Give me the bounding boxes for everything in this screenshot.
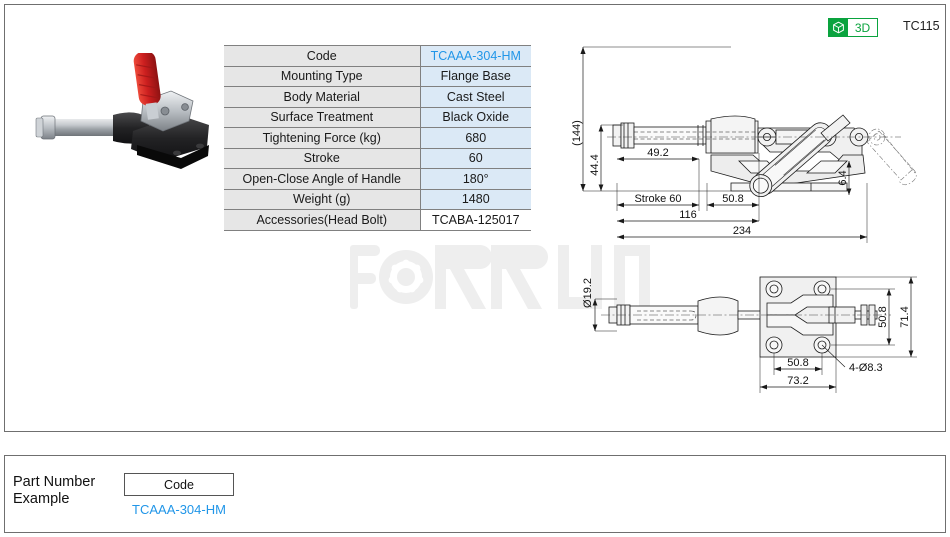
- table-row: Accessories(Head Bolt) TCABA-125017: [224, 209, 531, 231]
- dim-base-thickness: 6.4: [837, 170, 849, 185]
- cube-3d-icon: [828, 18, 848, 37]
- dim-stroke: Stroke 60: [634, 193, 681, 205]
- part-number-label-line1: Part Number: [13, 474, 96, 490]
- spec-label: Body Material: [224, 86, 421, 108]
- table-row: Mounting Type Flange Base: [224, 65, 531, 87]
- part-number-label-line2: Example: [13, 491, 70, 507]
- spec-label: Weight (g): [224, 188, 421, 210]
- table-row: Body Material Cast Steel: [224, 86, 531, 108]
- main-content-panel: Code TCAAA-304-HM Mounting Type Flange B…: [4, 4, 946, 432]
- spec-value: 1480: [420, 188, 531, 210]
- side-elevation-drawing: (144) 44.4 49.2 Stroke 60 50.8 116 234 6…: [571, 46, 917, 243]
- view-3d-button[interactable]: 3D: [828, 18, 878, 37]
- badge-3d-label: 3D: [848, 18, 878, 37]
- specification-table: Code TCAAA-304-HM Mounting Type Flange B…: [224, 45, 531, 231]
- spec-value: Black Oxide: [420, 106, 531, 128]
- spec-value: Cast Steel: [420, 86, 531, 108]
- spec-value: 180°: [420, 168, 531, 190]
- part-number-example-value: TCAAA-304-HM: [132, 502, 226, 517]
- spec-value: TCABA-125017: [420, 209, 531, 231]
- series-code-label: TC115: [903, 19, 940, 33]
- spec-value: TCAAA-304-HM: [420, 45, 531, 67]
- dim-hole-spacing-v: 50.8: [877, 306, 889, 327]
- spec-value: 60: [420, 147, 531, 169]
- dim-base-width: 71.4: [899, 306, 911, 327]
- spec-label: Mounting Type: [224, 65, 421, 87]
- table-row: Surface Treatment Black Oxide: [224, 106, 531, 128]
- product-photo: [35, 53, 209, 169]
- table-row: Open-Close Angle of Handle 180°: [224, 168, 531, 190]
- spec-label: Accessories(Head Bolt): [224, 209, 421, 231]
- spec-label: Tightening Force (kg): [224, 127, 421, 149]
- spec-table-body: Code TCAAA-304-HM Mounting Type Flange B…: [224, 45, 531, 231]
- spec-label: Open-Close Angle of Handle: [224, 168, 421, 190]
- dim-rod-height: 44.4: [589, 154, 601, 175]
- spec-value: 680: [420, 127, 531, 149]
- dim-rod-diameter: Ø19.2: [582, 278, 594, 308]
- table-row: Weight (g) 1480: [224, 188, 531, 210]
- spec-label: Code: [224, 45, 421, 67]
- table-row: Code TCAAA-304-HM: [224, 45, 531, 67]
- dim-base-length: 50.8: [722, 193, 743, 205]
- table-row: Stroke 60: [224, 147, 531, 169]
- dim-base-length-plan: 73.2: [787, 375, 808, 387]
- dim-overall-height: (144): [571, 120, 583, 146]
- part-number-example-label: Part Number Example: [13, 474, 95, 508]
- dim-overall-length: 234: [733, 225, 751, 237]
- plan-view-drawing: Ø19.2 50.8 73.2 50.8 71.4 4-Ø8.3: [582, 276, 917, 393]
- dim-holes: 4-Ø8.3: [849, 362, 883, 374]
- dim-mid-length: 116: [679, 209, 697, 221]
- table-row: Tightening Force (kg) 680: [224, 127, 531, 149]
- dim-rod-length: 49.2: [647, 147, 668, 159]
- spec-value: Flange Base: [420, 65, 531, 87]
- spec-label: Surface Treatment: [224, 106, 421, 128]
- spec-label: Stroke: [224, 147, 421, 169]
- part-number-code-box: Code: [124, 473, 234, 496]
- dim-hole-spacing-h: 50.8: [787, 357, 808, 369]
